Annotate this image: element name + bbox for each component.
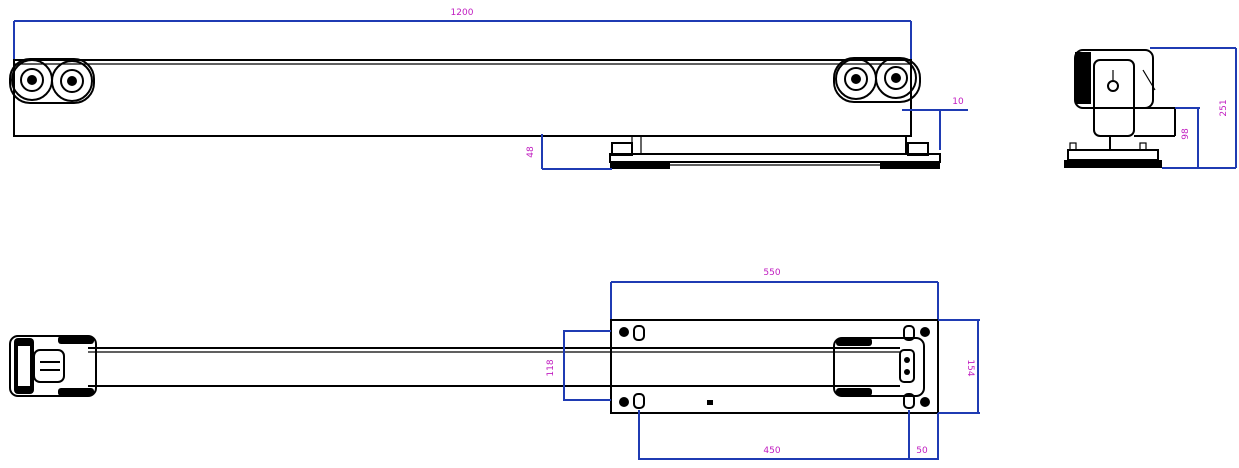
- right-end-rollers: [833, 337, 925, 397]
- side-view: 98 251: [1064, 47, 1237, 169]
- roller-hub-icon: [60, 69, 84, 93]
- left-end-roller-bottom: [58, 388, 94, 396]
- right-end-bolt-icon: [904, 357, 910, 363]
- dim-text-side-total-height: 251: [1219, 99, 1229, 116]
- dim-text-overall-length: 1200: [451, 8, 474, 18]
- side-roller-dark: [1075, 52, 1091, 104]
- side-carriage: [1093, 59, 1135, 137]
- mounting-hole-icon: [619, 397, 629, 407]
- side-base-bolt: [1069, 142, 1077, 151]
- side-arm-edge: [1142, 69, 1156, 91]
- mounting-hole-icon: [920, 397, 930, 407]
- mounting-hole-icon: [619, 327, 629, 337]
- left-end-rollers: [9, 335, 97, 397]
- dim-text-arm-width: 118: [546, 359, 556, 376]
- slot-hole-icon: [903, 393, 915, 409]
- mounting-plate: [610, 319, 939, 414]
- roller-wheel-icon: [875, 57, 917, 99]
- left-end-roller-top: [58, 336, 94, 344]
- roller-wheel-icon: [51, 60, 93, 102]
- slot-hole-icon: [633, 325, 645, 341]
- right-end-roller-top: [836, 338, 872, 346]
- top-view: 550 154: [9, 268, 980, 460]
- left-end-wheel-inner: [18, 346, 30, 386]
- left-roller-housing: [9, 58, 95, 104]
- base-mounting: [609, 136, 941, 169]
- slot-hole-icon: [633, 393, 645, 409]
- right-end-bolt-icon: [904, 369, 910, 375]
- base-foot: [880, 162, 940, 169]
- dim-text-side-height: 98: [1181, 128, 1191, 140]
- front-view: 1200 10: [9, 8, 968, 170]
- base-foot: [610, 162, 670, 169]
- dim-text-hole-edge: 50: [916, 446, 928, 456]
- left-end-block: [33, 349, 65, 383]
- roller-axle-icon: [27, 75, 37, 85]
- side-base-bolt: [1139, 142, 1147, 151]
- left-roller-pair: [9, 58, 95, 104]
- side-base-plate: [1067, 149, 1159, 161]
- side-bolt-icon: [1107, 80, 1119, 92]
- dim-text-right-offset: 10: [952, 97, 964, 107]
- roller-hub-icon: [20, 68, 44, 92]
- dim-text-base-height: 48: [526, 146, 536, 158]
- dim-text-plate-depth: 154: [965, 359, 975, 376]
- right-roller-pair: [833, 57, 921, 103]
- side-base-foot: [1064, 160, 1162, 168]
- base-plate: [609, 153, 941, 163]
- mounting-hole-icon: [920, 327, 930, 337]
- roller-hub-icon: [884, 66, 908, 90]
- right-end-block: [899, 349, 915, 383]
- rail-body: [13, 59, 912, 137]
- right-end-housing: [833, 337, 925, 397]
- roller-axle-icon: [67, 76, 77, 86]
- right-end-roller-bottom: [836, 388, 872, 396]
- roller-hub-icon: [844, 67, 868, 91]
- roller-axle-icon: [891, 73, 901, 83]
- roller-axle-icon: [851, 74, 861, 84]
- slot-hole-icon: [903, 325, 915, 341]
- center-mark: [707, 400, 713, 405]
- right-roller-housing: [833, 57, 921, 103]
- dim-text-hole-spacing: 450: [763, 446, 780, 456]
- dim-text-plate-width: 550: [763, 268, 780, 278]
- left-end-housing: [9, 335, 97, 397]
